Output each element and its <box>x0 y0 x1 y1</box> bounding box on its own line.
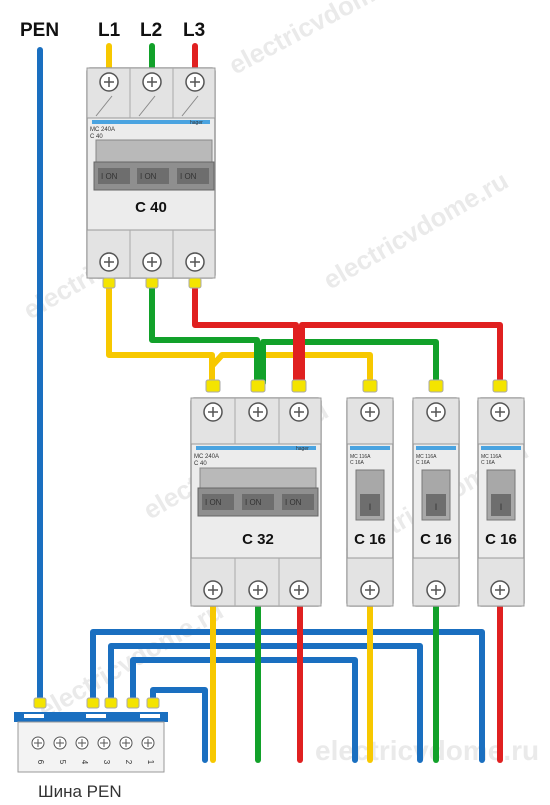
breaker-c32-brand: hager <box>296 446 309 452</box>
breaker-c16-b-rating: C 16 <box>420 531 452 548</box>
pen-bus-terminal-numbers: 6 5 4 3 2 1 <box>36 760 155 765</box>
breaker-c32[interactable]: hager MC 240A C 40 I ON I ON I ON C 32 <box>190 397 322 607</box>
breaker-c16-a-curve: C 16A <box>350 460 365 466</box>
main-breaker-on-1: I ON <box>101 172 118 181</box>
label-l3: L3 <box>183 20 205 41</box>
wires <box>37 43 503 763</box>
main-breaker[interactable]: hager MC 240A C 40 I ON I ON I ON C 40 <box>86 67 216 279</box>
breaker-c16-a-handle-mark: I <box>369 502 372 512</box>
breaker-c32-bottom-screws <box>203 580 309 600</box>
wire-pen-branch-3 <box>108 643 423 763</box>
main-breaker-rating: C 40 <box>135 199 167 216</box>
wire-pen-branch-1 <box>150 687 208 763</box>
breaker-c32-on-1: I ON <box>205 498 222 507</box>
breaker-c16-b-model: MC 116A <box>416 454 437 460</box>
main-breaker-on-3: I ON <box>180 172 197 181</box>
wire-l3-distribution <box>192 282 299 386</box>
main-breaker-bottom-screws <box>99 252 205 272</box>
pen-bus-terminal-4: 4 <box>80 760 89 765</box>
breaker-c32-on-2: I ON <box>245 498 262 507</box>
breaker-c32-top-screws <box>203 402 309 422</box>
pen-bus-terminal-1: 1 <box>146 760 155 765</box>
pen-bus-terminal-2: 2 <box>124 760 133 765</box>
label-l2: L2 <box>140 20 162 41</box>
main-breaker-ferrules <box>102 277 202 289</box>
main-breaker-on-2: I ON <box>140 172 157 181</box>
breaker-c16-c-handle-mark: I <box>500 502 503 512</box>
watermark-1: electricvdome.ru <box>224 0 422 80</box>
pen-bus-screws <box>31 736 155 750</box>
breaker-c32-curve: C 40 <box>194 461 207 467</box>
pen-bus-ferrules <box>33 697 160 709</box>
wire-l1-to-c16a <box>209 352 373 386</box>
breaker-c16-a-model: MC 116A <box>350 454 371 460</box>
breaker-c16-b-handle-mark: I <box>435 502 438 512</box>
main-breaker-top-screws <box>99 72 205 92</box>
breaker-c16-c[interactable]: MC 116A C 16A I C 16 <box>477 397 525 607</box>
breaker-c16-ferrules <box>362 379 508 393</box>
breaker-c16-c-curve: C 16A <box>481 460 496 466</box>
pen-bus-terminal-3: 3 <box>102 760 111 765</box>
breaker-c32-on-3: I ON <box>285 498 302 507</box>
label-pen: PEN <box>20 20 59 41</box>
breaker-c32-model: MC 240A <box>194 454 219 460</box>
breaker-c16-a-rating: C 16 <box>354 531 386 548</box>
watermark-3: electricvdome.ru <box>318 165 513 295</box>
breaker-c16-b[interactable]: MC 116A C 16A I C 16 <box>412 397 460 607</box>
breaker-c32-rating: C 32 <box>242 531 274 548</box>
breaker-c16-c-model: MC 116A <box>481 454 502 460</box>
watermark-7: electricvdome.ru <box>315 735 539 766</box>
breaker-c16-c-rating: C 16 <box>485 531 517 548</box>
wire-l3-to-c16c <box>299 322 503 386</box>
breaker-c16-b-curve: C 16A <box>416 460 431 466</box>
wire-l2-to-c16b <box>260 339 439 386</box>
wire-pen-branch-2 <box>130 657 358 763</box>
pen-bus-terminal-6: 6 <box>36 760 45 765</box>
wire-l2-distribution <box>149 282 260 386</box>
label-l1: L1 <box>98 20 121 41</box>
pen-bus-terminal-5: 5 <box>58 760 67 765</box>
wire-pen-branch-4 <box>90 629 485 763</box>
breaker-c16-a[interactable]: MC 116A C 16A I C 16 <box>346 397 394 607</box>
pen-bus[interactable]: 6 5 4 3 2 1 <box>14 712 168 773</box>
main-breaker-brand: hager <box>190 120 203 126</box>
main-breaker-model: MC 240A <box>90 127 115 133</box>
main-breaker-curve: C 40 <box>90 134 103 140</box>
label-pen-bus: Шина PEN <box>38 782 122 801</box>
breaker-c32-ferrules <box>205 379 307 393</box>
